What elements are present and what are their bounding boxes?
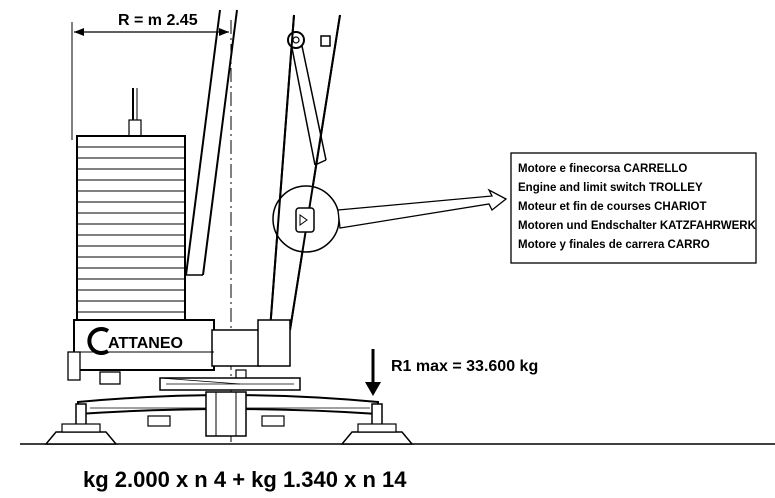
ballast-formula: kg 2.000 x n 4 + kg 1.340 x n 14	[83, 467, 407, 492]
callout-box: Motore e finecorsa CARRELLO Engine and l…	[510, 152, 757, 264]
callout-line-1: Motore e finecorsa CARRELLO	[518, 163, 687, 175]
outrigger-load-arrow: R1 max = 33.600 kg	[365, 349, 538, 396]
callout-line-5: Motore y finales de carrera CARRO	[518, 239, 710, 251]
trolley-motor-detail	[269, 14, 508, 331]
logo-text: ATTANEO	[108, 335, 183, 352]
callout-arrow	[337, 188, 508, 229]
load-label: R1 max = 33.600 kg	[391, 358, 538, 375]
hoist-rope-and-hook	[128, 88, 142, 137]
counterweight-ballast-stack	[76, 135, 186, 321]
left-outrigger-pad	[44, 403, 118, 445]
callout-line-3: Moteur et fin de courses CHARIOT	[518, 201, 707, 213]
radius-dimension: R = m 2.45	[71, 12, 229, 140]
tower-section	[269, 14, 341, 331]
cattaneo-logo: ATTANEO	[87, 327, 183, 355]
radius-label: R = m 2.45	[118, 12, 198, 29]
callout-line-2: Engine and limit switch TROLLEY	[518, 182, 703, 194]
turntable-base	[67, 319, 301, 391]
callout-line-4: Motoren und Endschalter KATZFAHRWERK	[518, 220, 757, 232]
undercarriage-outriggers	[77, 391, 379, 437]
inclined-mast	[185, 9, 238, 276]
right-outrigger-pad	[340, 403, 414, 445]
